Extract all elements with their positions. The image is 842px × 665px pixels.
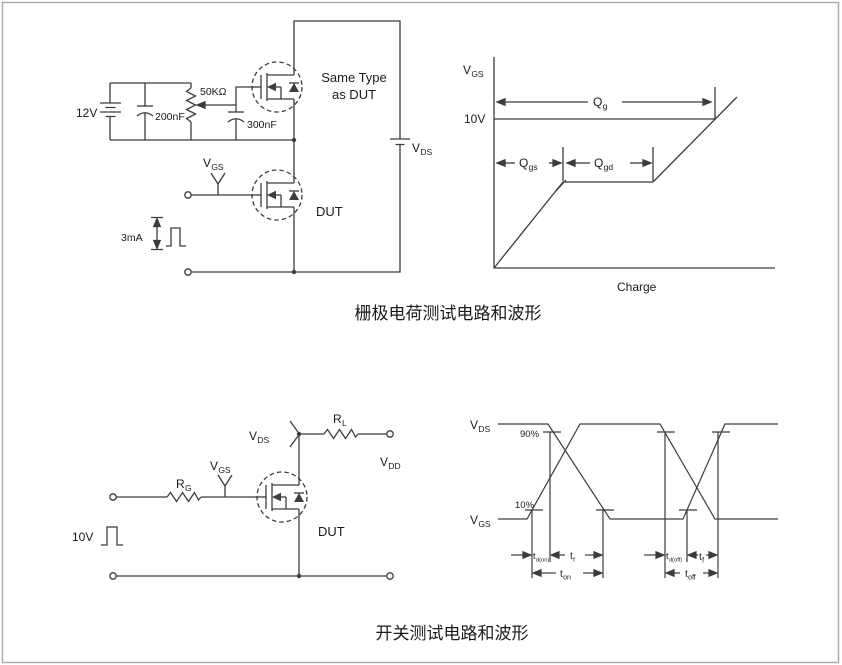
upper-mosfet [246,56,303,118]
voltage-pulse-glyph [101,526,123,546]
switching-circuit [101,420,394,580]
current-pulse-glyph [166,227,186,247]
gate-charge-caption: 栅极电荷测试电路和波形 [355,304,542,323]
dut-mosfet [251,466,308,528]
x-axis-label: Charge [617,280,657,294]
input-cap-label: 200nF [155,111,185,123]
switching-waveform-labels: VDS VGS 90% 10% td(on) tr ton td(off) tf… [470,418,704,582]
input-terminal [109,493,117,501]
rl-resistor [323,428,359,440]
switching-circuit-labels: RG VGS VDS RL VDD DUT 10V [72,412,401,544]
vds-probe-label: VDS [249,429,269,445]
source-terminal [184,268,192,276]
vds-trace-label: VDS [470,418,490,434]
vgs-trace [498,423,778,520]
upper-fet-label-line2: as DUT [332,87,376,102]
gate-charge-circuit [100,20,410,276]
tr-label: tr [570,551,576,564]
pulse-voltage-label: 10V [72,530,93,544]
qg-label: Qg [593,95,608,111]
gate-charge-waveform [493,57,775,269]
tf-label: tf [699,552,704,565]
toff-label: toff [685,569,696,582]
vgs-curve [493,96,738,269]
td-on-label: td(on) [533,551,549,564]
ground-terminal-right [386,572,394,580]
upper-fet-label-line1: Same Type [321,70,387,85]
gate-charge-circuit-labels: 12V 200nF 50KΩ 300nF VGS 3mA Same Type a… [76,70,432,244]
vgs-probe [217,474,233,497]
rg-resistor [166,491,202,503]
vds-probe [289,420,299,448]
vds-trace [498,423,778,520]
current-pulse-label: 3mA [121,232,143,244]
vgs-probe-label: VGS [210,459,231,475]
dut-mosfet [246,164,303,226]
qgs-label: Qgs [519,156,538,172]
current-span [151,216,163,251]
vds-supply-label: VDS [412,141,432,157]
level-10v-label: 10V [464,112,485,126]
potentiometer-label: 50KΩ [200,86,227,98]
vgs-trace-label: VGS [470,513,491,529]
ten-percent-label: 10% [515,500,535,511]
ton-label: ton [560,569,571,582]
rg-label: RG [176,477,192,493]
dut-label: DUT [316,204,343,219]
gate-terminal [184,191,192,199]
switching-waveform [498,423,778,578]
rl-label: RL [333,412,347,428]
switching-caption: 开关测试电路和波形 [376,624,529,643]
gate-charge-waveform-labels: VGS 10V Qg Qgs Qgd Charge [463,63,657,294]
ninety-percent-label: 90% [520,429,540,440]
td-off-label: td(off) [666,551,682,564]
vgs-probe-label: VGS [203,156,224,172]
vdd-label: VDD [380,455,401,471]
supply-voltage-label: 12V [76,106,97,120]
y-axis-label: VGS [463,63,484,79]
dut-label: DUT [318,524,345,539]
qgd-label: Qgd [594,156,613,172]
vdd-terminal [386,430,394,438]
ground-terminal-left [109,572,117,580]
gate-cap-label: 300nF [247,119,277,131]
vgs-probe [210,172,226,195]
